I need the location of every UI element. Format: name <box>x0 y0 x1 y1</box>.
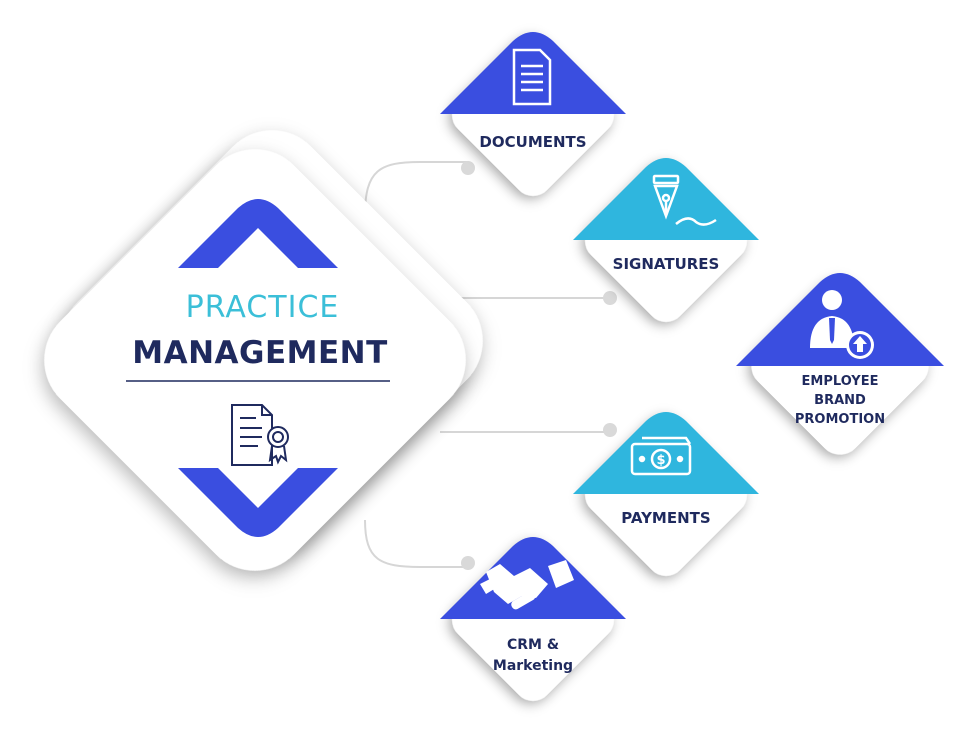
money-bill-icon <box>630 436 692 476</box>
label-employee-brand-promotion: EMPLOYEE BRAND PROMOTION <box>770 372 910 429</box>
center-title-bottom: MANAGEMENT <box>132 335 388 371</box>
connector-crm <box>364 519 468 568</box>
label-signatures: SIGNATURES <box>612 255 720 273</box>
center-diamond <box>44 149 466 571</box>
label-payments: PAYMENTS <box>621 509 711 527</box>
connectors <box>364 161 610 568</box>
node-crm-marketing <box>440 537 626 701</box>
node-payments: $ <box>573 412 759 576</box>
label-documents: DOCUMENTS <box>479 133 587 151</box>
connector-dots <box>461 161 617 570</box>
label-line: Marketing <box>492 658 574 674</box>
node-signatures <box>573 158 759 322</box>
label-line: PROMOTION <box>794 412 886 427</box>
top-chevron <box>178 199 338 268</box>
handshake-icon <box>480 560 574 610</box>
label-line: EMPLOYEE <box>801 374 879 389</box>
fountain-pen-icon <box>652 174 717 226</box>
node-employee-brand-promotion <box>736 273 944 455</box>
node-documents <box>440 32 626 196</box>
label-line: CRM & <box>506 637 560 653</box>
document-icon <box>512 48 552 106</box>
connector-documents <box>364 161 468 216</box>
employee-upgrade-icon <box>810 290 874 359</box>
bottom-chevron <box>178 468 338 537</box>
certificate-document-icon <box>231 404 289 466</box>
label-crm-marketing: CRM & Marketing <box>463 635 603 677</box>
dollar-sign: $ <box>656 453 665 468</box>
label-line: BRAND <box>814 393 866 408</box>
center-title-top: PRACTICE <box>185 290 340 325</box>
